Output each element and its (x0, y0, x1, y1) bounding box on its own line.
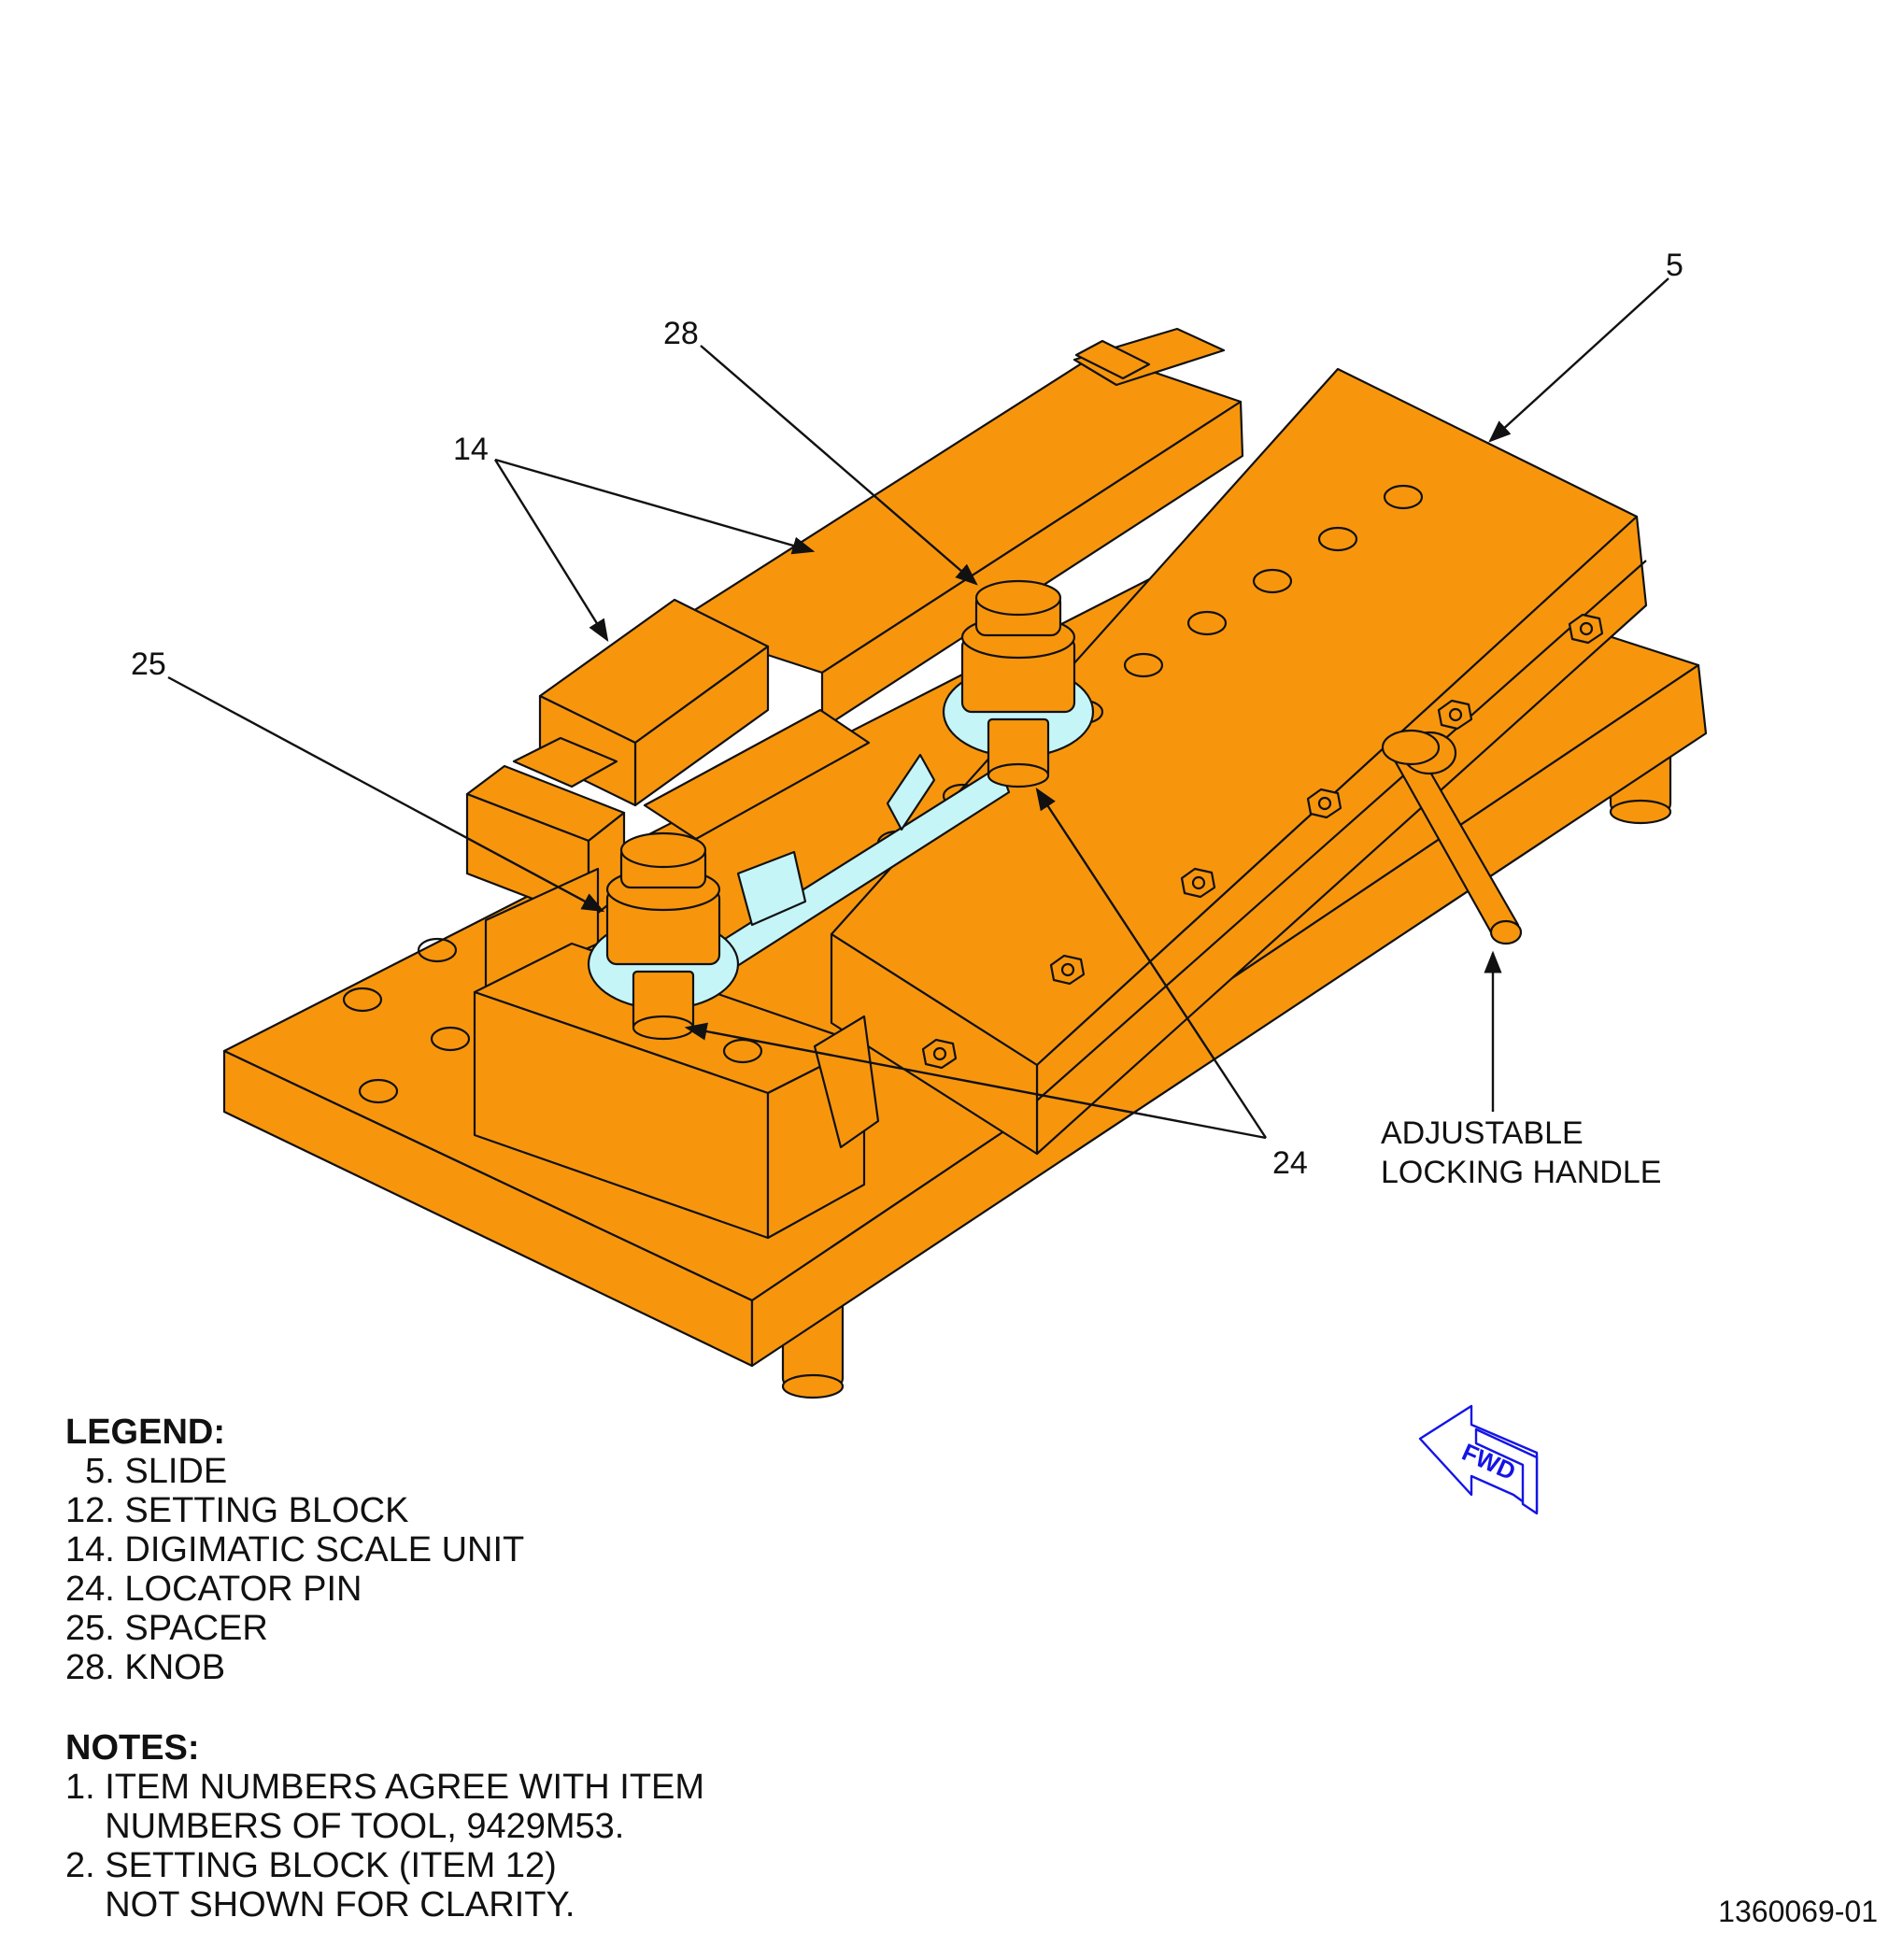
locking-handle (1381, 729, 1523, 945)
leader-5 (1488, 277, 1669, 443)
locator-pin-left (587, 831, 740, 1041)
legend-item: 28. KNOB (65, 1648, 226, 1687)
legend-item: 25. SPACER (65, 1609, 268, 1648)
legend-item: 24. LOCATOR PIN (65, 1569, 362, 1609)
base-holes (342, 937, 763, 1104)
leader-25 (167, 675, 605, 913)
leader-24b (1035, 787, 1268, 1139)
callout-25: 25 (131, 646, 166, 682)
legend-item: 14. DIGIMATIC SCALE UNIT (65, 1530, 525, 1569)
spacer-block (465, 736, 626, 997)
leader-24a (684, 1022, 1267, 1140)
hex-nut (1568, 613, 1604, 645)
callout-24: 24 (1272, 1145, 1308, 1181)
hex-nut (1306, 788, 1342, 819)
callout-5: 5 (1666, 248, 1683, 283)
legend-title: LEGEND: (65, 1413, 225, 1452)
locator-rod-assembly (708, 753, 1011, 978)
leader-14a (493, 459, 609, 643)
drawing-number: 1360069-01 (1718, 1895, 1878, 1928)
scale-rail (671, 327, 1244, 731)
callout-28: 28 (663, 316, 699, 351)
note-line: 2. SETTING BLOCK (ITEM 12) (65, 1846, 557, 1885)
fwd-arrow-icon: FWD (1418, 1404, 1539, 1515)
leader-14b (494, 458, 816, 555)
hex-nut (1180, 867, 1216, 899)
locator-pin-right (942, 579, 1095, 788)
hex-nut (921, 1038, 958, 1070)
hex-nut (1049, 954, 1086, 986)
handle-label-line1: ADJUSTABLE (1381, 1115, 1584, 1151)
legend-item: 12. SETTING BLOCK (65, 1491, 409, 1530)
note-line: 1. ITEM NUMBERS AGREE WITH ITEM (65, 1768, 705, 1807)
legend-item: 5. SLIDE (65, 1452, 228, 1491)
slide-body (830, 367, 1648, 1156)
callout-14: 14 (453, 432, 489, 467)
handle-label-line2: LOCKING HANDLE (1381, 1155, 1661, 1190)
notes: NOTES: 1. ITEM NUMBERS AGREE WITH ITEM N… (65, 1728, 704, 1924)
note-line: NOT SHOWN FOR CLARITY. (65, 1885, 575, 1924)
hex-nut (1437, 699, 1473, 731)
note-line: NUMBERS OF TOOL, 9429M53. (65, 1807, 625, 1846)
legend: LEGEND: 5. SLIDE 12. SETTING BLOCK 14. D… (65, 1413, 524, 1687)
notes-title: NOTES: (65, 1728, 200, 1768)
leader-28 (700, 345, 978, 586)
